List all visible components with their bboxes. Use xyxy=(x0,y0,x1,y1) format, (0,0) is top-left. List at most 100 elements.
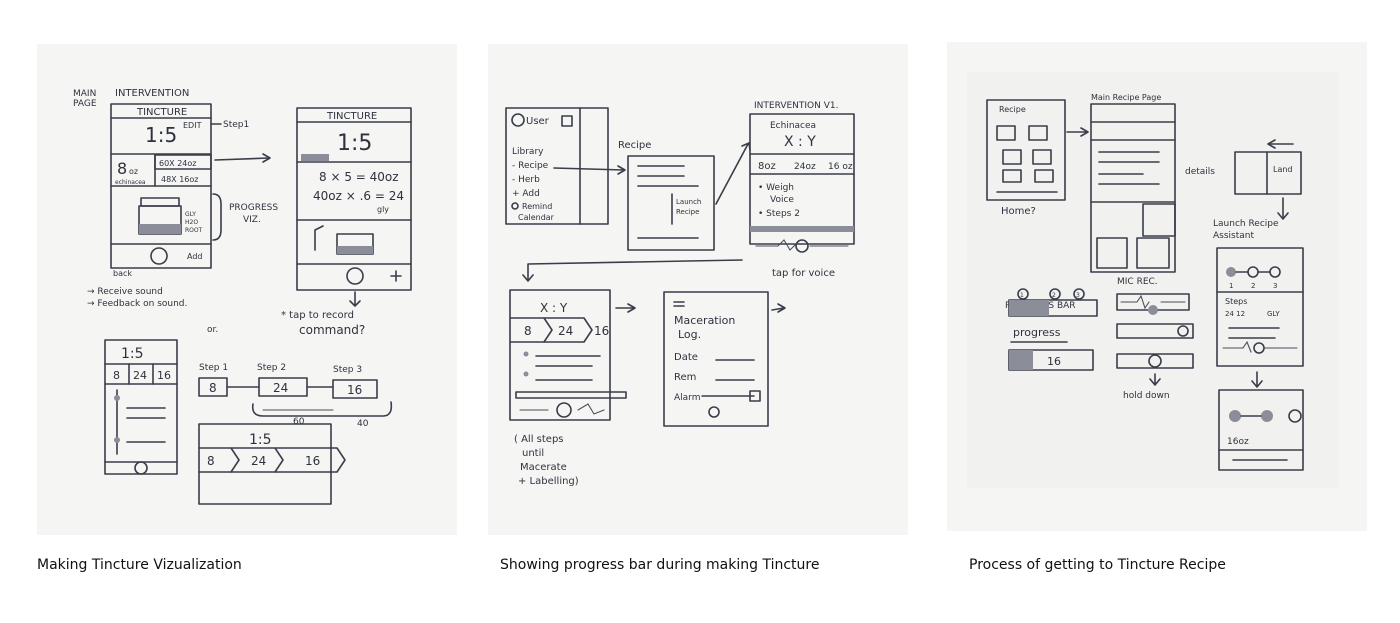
assist-step-2: 2 xyxy=(1251,282,1255,290)
prog-step-2: 2 xyxy=(1052,292,1056,299)
step2-label: Step 2 xyxy=(257,363,286,373)
mac-title-2: Log. xyxy=(678,328,701,341)
menu-remind: Remind xyxy=(522,202,552,211)
launch-recipe-1: Launch xyxy=(676,198,701,206)
assist-step-3: 3 xyxy=(1273,282,1277,290)
row-16: 16 oz xyxy=(828,162,853,172)
bullet-weigh: • Weigh xyxy=(758,183,794,193)
progress-word: progress xyxy=(1013,326,1061,339)
app-title-1: TINCTURE xyxy=(136,107,187,118)
note-receive: → Receive sound xyxy=(87,287,163,297)
note-all-1: ( All steps xyxy=(514,434,564,445)
bullet-steps: • Steps 2 xyxy=(758,209,800,219)
echinacea-label: Echinacea xyxy=(770,121,816,131)
cell-3-a: 8 xyxy=(113,369,120,382)
mac-rem: Rem xyxy=(674,372,696,383)
label-intervention: INTERVENTION xyxy=(115,88,189,99)
maceration-card xyxy=(663,291,769,427)
step-val-3: 16 xyxy=(347,383,362,397)
row-8oz: 8oz xyxy=(758,161,776,172)
cell-2-a: 8 xyxy=(524,324,532,338)
xy-1: X : Y xyxy=(784,134,816,150)
land-label: Land xyxy=(1273,165,1293,174)
tap-voice: tap for voice xyxy=(772,268,835,279)
caption-progress-bar: Showing progress bar during making Tinct… xyxy=(500,557,820,573)
mark-40: 40 xyxy=(357,419,369,429)
layer-gly: GLY xyxy=(185,211,196,218)
note-all-4: + Labelling) xyxy=(518,476,579,487)
calc-2: 40oz × .6 = 24 xyxy=(313,189,404,203)
main-recipe-phone xyxy=(1090,103,1176,273)
step1-label: Step 1 xyxy=(199,363,228,373)
mac-alarm: Alarm xyxy=(674,393,700,403)
val-16: 16 xyxy=(1047,355,1061,368)
cell-4-a: 8 xyxy=(207,454,215,468)
oz-unit: oz xyxy=(129,167,138,176)
add-label: Add xyxy=(187,252,203,261)
label-main: MAIN xyxy=(73,89,96,99)
echinacea-label: echinacea xyxy=(115,179,146,186)
cell-2-b: 24 xyxy=(558,324,573,338)
cell-4-b: 24 xyxy=(251,454,266,468)
gly-label: GLY xyxy=(1267,310,1280,318)
menu-frame xyxy=(505,107,609,225)
menu-calendar: Calendar xyxy=(518,213,555,222)
steps-24: 24 12 xyxy=(1225,310,1245,318)
phone-frame-2 xyxy=(296,107,412,291)
cell-3-b: 24 xyxy=(133,369,147,382)
sketch-panel-recipe-flow: Recipe Home? Main Recipe Page details La… xyxy=(947,42,1367,531)
launch-assistant-2: Assistant xyxy=(1213,231,1254,241)
or-label: or. xyxy=(207,325,218,335)
mark-60: 60 xyxy=(293,417,305,427)
intervention-v1: INTERVENTION V1. xyxy=(754,101,838,111)
menu-herb: - Herb xyxy=(512,175,540,185)
menu-add: + Add xyxy=(512,189,540,199)
step-val-2: 24 xyxy=(273,381,288,395)
assist-step-1: 1 xyxy=(1229,282,1233,290)
ratio-3: 1:5 xyxy=(121,346,144,362)
recipe-grid-phone xyxy=(986,99,1066,201)
phone-xy xyxy=(509,289,611,421)
chevron-frame xyxy=(198,423,332,505)
caption-tincture-viz: Making Tincture Vizualization xyxy=(37,557,242,573)
oz-8: 8 xyxy=(117,159,127,178)
ratio-2: 1:5 xyxy=(337,131,372,156)
cell-4-c: 16 xyxy=(305,454,320,468)
assistant-phone xyxy=(1216,247,1304,367)
sketch-panel-tincture-viz: MAIN PAGE INTERVENTION TINCTURE 1:5 EDIT… xyxy=(37,44,457,535)
calc-1: 8 × 5 = 40oz xyxy=(319,170,399,184)
sketch-tincture-viz: MAIN PAGE INTERVENTION TINCTURE 1:5 EDIT… xyxy=(73,88,412,505)
tap-note-1: * tap to record xyxy=(281,310,354,321)
sketch-progress-bar: User Library - Recipe - Herb + Add Remin… xyxy=(505,101,855,487)
progress-label: PROGRESS xyxy=(229,203,278,213)
step3-label: Step 3 xyxy=(333,365,362,375)
bullet-voice: Voice xyxy=(770,195,794,205)
oz16-label: 16oz xyxy=(1227,437,1249,447)
home-label: Home? xyxy=(1001,206,1036,217)
sketch-panel-progress-bar: User Library - Recipe - Herb + Add Remin… xyxy=(488,44,908,535)
label-page: PAGE xyxy=(73,99,97,109)
prog-step-3: 3 xyxy=(1076,292,1080,299)
details-label: details xyxy=(1185,167,1215,177)
box-48-16: 48X 16oz xyxy=(161,175,198,184)
layer-h2o: H2O xyxy=(185,219,198,226)
note-all-3: Macerate xyxy=(520,462,567,473)
mic-rec-label: MIC REC. xyxy=(1117,277,1158,287)
caption-recipe-flow: Process of getting to Tincture Recipe xyxy=(969,557,1226,573)
box-60x24: 60X 24oz xyxy=(159,159,196,168)
hold-down-label: hold down xyxy=(1123,391,1170,401)
library-label: Library xyxy=(512,147,544,157)
recipe-label: Recipe xyxy=(999,105,1026,114)
back-label: back xyxy=(113,269,132,278)
cell-2-c: 16 xyxy=(594,324,609,338)
user-label: User xyxy=(526,116,550,127)
cell-3-c: 16 xyxy=(157,369,171,382)
launch-assistant-1: Launch Recipe xyxy=(1213,219,1279,229)
ratio-4: 1:5 xyxy=(249,432,272,448)
steps-label: Steps xyxy=(1225,297,1247,306)
ratio-1: 1:5 xyxy=(145,123,177,147)
tap-note-2: command? xyxy=(299,323,365,337)
mac-title-1: Maceration xyxy=(674,314,735,327)
step-val-1: 8 xyxy=(209,381,217,395)
note-all-2: until xyxy=(522,448,544,459)
